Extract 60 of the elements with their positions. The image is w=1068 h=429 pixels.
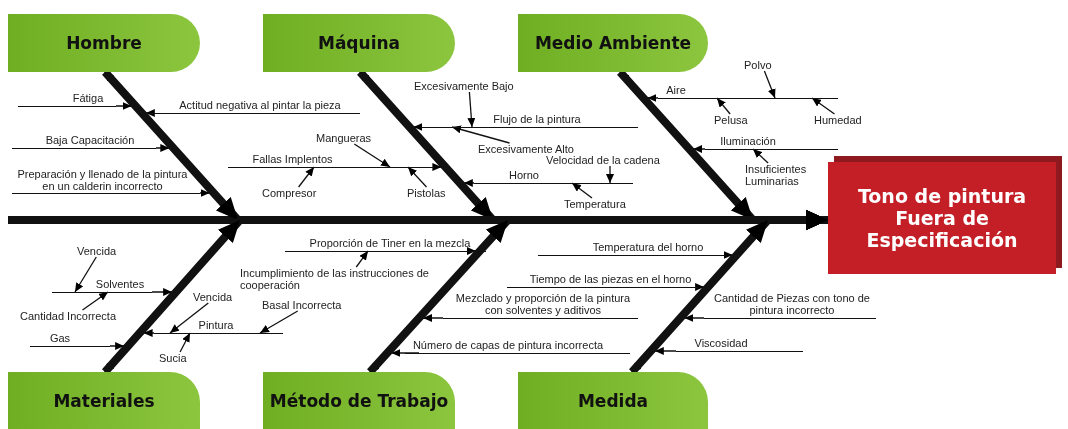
arrow bbox=[407, 166, 428, 188]
sub-cause-label: Pelusa bbox=[714, 114, 756, 126]
cause-label: Flujo de la pintura bbox=[421, 113, 638, 128]
arrow bbox=[179, 332, 191, 353]
arrow bbox=[355, 250, 369, 268]
cause-label: Horno bbox=[474, 169, 633, 184]
cause-label: Actitud negativa al pintar la pieza bbox=[150, 99, 360, 114]
cause-label: Baja Capacitación bbox=[12, 134, 156, 149]
cause-label: Solventes bbox=[52, 278, 152, 293]
sub-cause-label: Humedad bbox=[814, 114, 872, 126]
cause-label: Viscosidad bbox=[676, 337, 803, 352]
cause-label: Cantidad de Piezas con tono de pintura incorrecto bbox=[704, 292, 876, 319]
arrow bbox=[467, 91, 476, 128]
cause-label: Pintura bbox=[154, 319, 283, 334]
cause-label: Iluminación bbox=[705, 135, 838, 150]
sub-cause-label: Insuficientes Luminarias bbox=[745, 163, 817, 187]
sub-cause-label: Vencida bbox=[193, 291, 239, 303]
cause-label: Gas bbox=[30, 332, 110, 347]
arrow bbox=[571, 182, 593, 199]
arrow bbox=[451, 125, 511, 144]
arrow bbox=[259, 310, 299, 334]
cause-label: Fátiga bbox=[18, 92, 116, 107]
sub-cause-label: Velocidad de la cadena bbox=[546, 154, 674, 166]
arrow bbox=[606, 165, 614, 184]
arrow bbox=[353, 143, 391, 168]
sub-cause-label: Excesivamente Alto bbox=[478, 143, 584, 155]
thick-arrow bbox=[629, 210, 829, 375]
cause-label: Proporción de Tiner en la mezcla bbox=[285, 237, 486, 252]
category-banner: Medida bbox=[518, 372, 708, 429]
arrow bbox=[74, 256, 97, 293]
arrow bbox=[297, 166, 315, 188]
sub-cause-label: Incumplimiento de las instrucciones de cooperación bbox=[240, 267, 455, 291]
cause-label: Fallas Implentos bbox=[228, 153, 434, 168]
sub-cause-label: Cantidad Incorrecta bbox=[20, 310, 128, 322]
arrow bbox=[169, 302, 209, 334]
sub-cause-label: Polvo bbox=[744, 59, 780, 71]
arrow bbox=[716, 97, 731, 115]
sub-cause-label: Temperatura bbox=[564, 198, 636, 210]
arrow bbox=[763, 70, 776, 99]
arrow bbox=[81, 291, 109, 311]
sub-cause-label: Sucia bbox=[159, 352, 195, 364]
sub-cause-label: Pistolas bbox=[407, 187, 457, 199]
category-banner: Método de Trabajo bbox=[263, 372, 455, 429]
sub-cause-label: Vencida bbox=[77, 245, 123, 257]
category-banner: Materiales bbox=[8, 372, 200, 429]
cause-label: Número de capas de pintura incorrecta bbox=[405, 339, 630, 354]
sub-cause-label: Compresor bbox=[262, 187, 326, 199]
sub-cause-label: Basal Incorrecta bbox=[262, 299, 354, 311]
sub-cause-label: Excesivamente Bajo bbox=[414, 80, 524, 92]
cause-label: Preparación y llenado de la pintura en un calderin incorrecto bbox=[12, 168, 200, 194]
cause-label: Aire bbox=[658, 84, 838, 99]
cause-label: Tiempo de las piezas en el horno bbox=[507, 273, 698, 288]
cause-label: Mezclado y proporción de la pintura con solventes y aditivos bbox=[443, 292, 638, 319]
cause-label: Temperatura del horno bbox=[538, 241, 725, 256]
sub-cause-label: Mangueras bbox=[316, 132, 374, 144]
category-banner: Máquina bbox=[263, 14, 455, 72]
arrow bbox=[752, 148, 769, 164]
arrow bbox=[811, 97, 836, 115]
category-banner: Hombre bbox=[8, 14, 200, 72]
category-banner: Medio Ambiente bbox=[518, 14, 708, 72]
